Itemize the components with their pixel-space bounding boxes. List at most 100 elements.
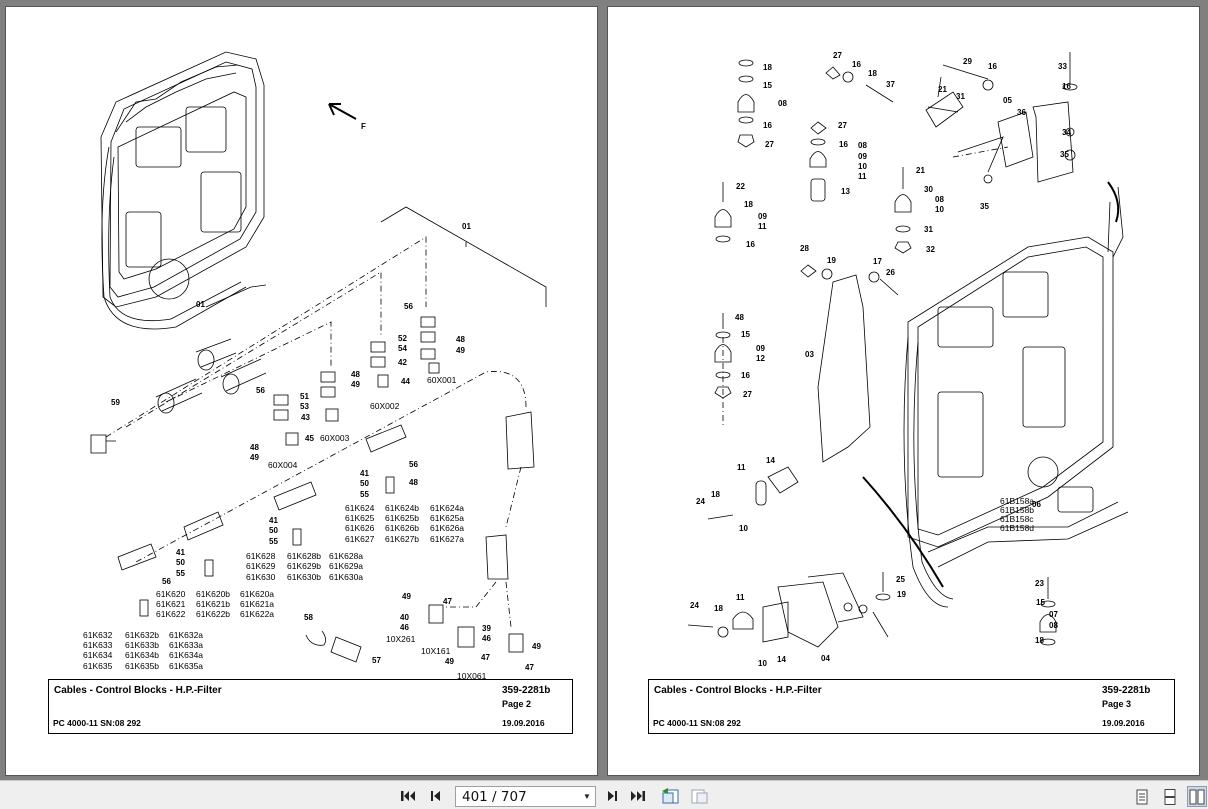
part-number-label: 61K622: [156, 609, 186, 619]
callout-label: 35: [1060, 150, 1069, 159]
callout-label: 50: [360, 479, 369, 488]
callout-label: 41: [269, 516, 278, 525]
page-number-select[interactable]: 401 / 707 ▼: [455, 786, 596, 807]
callout-label: 26: [886, 268, 895, 277]
callout-label: 16: [839, 140, 848, 149]
go-back-view-icon[interactable]: [660, 787, 680, 805]
callout-label: 41: [360, 469, 369, 478]
part-number-label: 61K633a: [169, 640, 203, 650]
part-number-label: 61K634b: [125, 650, 159, 660]
callout-label: 03: [805, 350, 814, 359]
callout-label: 55: [360, 490, 369, 499]
part-number-label: 61K635b: [125, 661, 159, 671]
next-page-icon[interactable]: [602, 787, 622, 805]
go-forward-view-icon[interactable]: [690, 787, 710, 805]
callout-label: 18: [711, 490, 720, 499]
part-number-label: 61K621b: [196, 599, 230, 609]
navigation-toolbar: 401 / 707 ▼: [0, 780, 1208, 809]
callout-label: 50: [176, 558, 185, 567]
callout-label: 48: [735, 313, 744, 322]
part-number-label: 60X002: [370, 401, 400, 411]
callout-label: 43: [301, 413, 310, 422]
dropdown-arrow-icon[interactable]: ▼: [583, 792, 591, 801]
callout-label: 37: [886, 80, 895, 89]
part-number-label: 60X001: [427, 375, 457, 385]
callout-label: 16: [741, 371, 750, 380]
callout-label: 04: [821, 654, 830, 663]
callout-label: 27: [743, 390, 752, 399]
callout-label: 48: [409, 478, 418, 487]
callout-label: 56: [256, 386, 265, 395]
callout-label: 42: [398, 358, 407, 367]
callout-label: 58: [304, 613, 313, 622]
callout-label: 08: [1049, 621, 1058, 630]
part-number-label: 61K628b: [287, 551, 321, 561]
part-number-label: 61K632: [83, 630, 113, 640]
callout-label: 23: [1035, 579, 1044, 588]
part-number-label: 61K634: [83, 650, 113, 660]
callout-label: 30: [924, 185, 933, 194]
callout-label: 31: [956, 92, 965, 101]
callout-label: 07: [1049, 610, 1058, 619]
callout-label: 59: [111, 398, 120, 407]
callout-label: 49: [456, 346, 465, 355]
callout-label: 09: [758, 212, 767, 221]
part-number-label: 61K622b: [196, 609, 230, 619]
callout-label: 16: [1062, 82, 1071, 91]
title-block-right: Cables - Control Blocks - H.P.-Filter 35…: [648, 679, 1175, 734]
callout-label: 25: [896, 575, 905, 584]
page-label: Page 3: [1102, 699, 1132, 709]
callout-label: 11: [758, 222, 767, 231]
callout-label: 13: [841, 187, 850, 196]
two-page-view-icon[interactable]: [1187, 786, 1207, 807]
callout-label: 11: [736, 593, 745, 602]
part-number-label: 61B158a: [1000, 496, 1034, 506]
callout-label: 48: [456, 335, 465, 344]
single-page-view-icon[interactable]: [1132, 786, 1152, 807]
drawing-title: Cables - Control Blocks - H.P.-Filter: [54, 685, 222, 696]
part-number-label: 61K626: [345, 523, 375, 533]
last-page-icon[interactable]: [628, 787, 648, 805]
callout-label: 18: [714, 604, 723, 613]
first-page-icon[interactable]: [398, 787, 418, 805]
callout-label: 47: [525, 663, 534, 672]
callout-label: 18: [1035, 636, 1044, 645]
part-number-label: 61B158b: [1000, 505, 1034, 515]
callout-label: 27: [765, 140, 774, 149]
callout-label: 39: [482, 624, 491, 633]
callout-label: 55: [269, 537, 278, 546]
callout-label: 14: [777, 655, 786, 664]
part-number-label: 61K628: [246, 551, 276, 561]
callout-label: 32: [926, 245, 935, 254]
callout-label: 16: [988, 62, 997, 71]
callout-label: 24: [696, 497, 705, 506]
callout-label: 47: [443, 597, 452, 606]
callout-label: 27: [838, 121, 847, 130]
part-number-label: 61K634a: [169, 650, 203, 660]
part-number-label: 61K630a: [329, 572, 363, 582]
callout-label: 49: [532, 642, 541, 651]
part-number-label: 61K633b: [125, 640, 159, 650]
callout-label: 51: [300, 392, 309, 401]
callout-label: 15: [1036, 598, 1045, 607]
callout-label: 50: [269, 526, 278, 535]
callout-label: 28: [800, 244, 809, 253]
callout-label: 46: [482, 634, 491, 643]
part-number-label: 61K627: [345, 534, 375, 544]
callout-label: 19: [897, 590, 906, 599]
callout-label: 35: [980, 202, 989, 211]
part-number-label: 61K624b: [385, 503, 419, 513]
callout-label: 40: [400, 613, 409, 622]
callout-label: 14: [766, 456, 775, 465]
callout-label: 08: [935, 195, 944, 204]
callout-label: 11: [737, 463, 746, 472]
document-number: 359-2281b: [1102, 685, 1151, 696]
continuous-view-icon[interactable]: [1160, 786, 1180, 807]
part-number-label: 61K620a: [240, 589, 274, 599]
part-number-label: 61K621: [156, 599, 186, 609]
part-number-label: 61K620b: [196, 589, 230, 599]
prev-page-icon[interactable]: [426, 787, 446, 805]
